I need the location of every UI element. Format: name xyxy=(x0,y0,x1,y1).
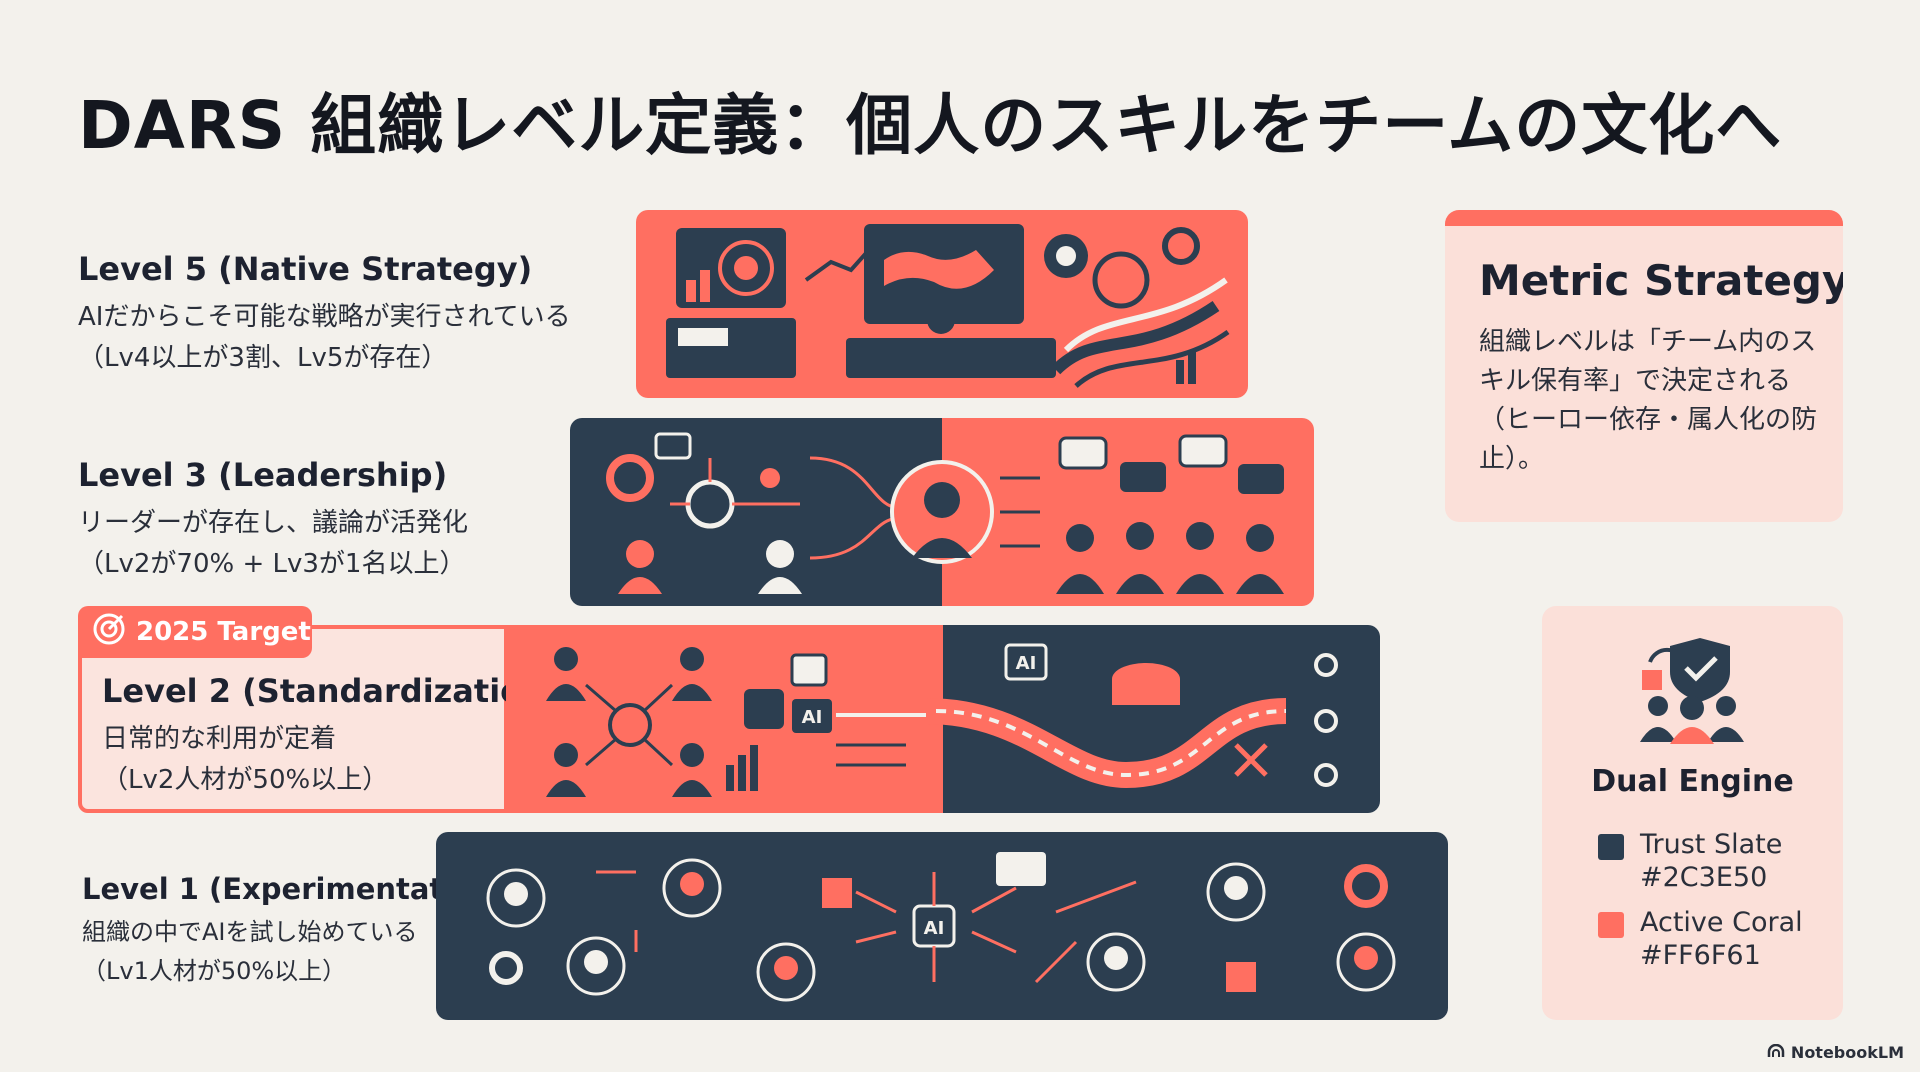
notebooklm-logo-icon xyxy=(1767,1043,1785,1062)
metric-card-accent-bar xyxy=(1445,210,1843,226)
active-coral-hex: #FF6F61 xyxy=(1640,939,1803,972)
notebooklm-watermark: NotebookLM xyxy=(1767,1043,1904,1062)
target-tag: 2025 Target xyxy=(78,606,312,658)
level-5-description: AIだからこそ可能な戦略が実行されている xyxy=(78,296,571,333)
metric-strategy-title: Metric Strategy xyxy=(1479,256,1843,305)
watermark-text: NotebookLM xyxy=(1791,1043,1904,1062)
level-2-illustration: AI AI xyxy=(506,625,1380,813)
trust-slate-hex: #2C3E50 xyxy=(1640,861,1782,894)
level-5-title: Level 5 (Native Strategy) xyxy=(78,250,571,288)
page-title: DARS 組織レベル定義：個人のスキルをチームの文化へ xyxy=(78,72,1782,168)
metric-strategy-card: Metric Strategy 組織レベルは「チーム内のスキル保有率」で決定され… xyxy=(1445,210,1843,522)
trust-slate-swatch xyxy=(1598,834,1624,860)
trust-slate-name: Trust Slate xyxy=(1640,828,1782,861)
target-label: 2025 Target xyxy=(136,617,311,647)
level-5-condition: （Lv4以上が3割、Lv5が存在） xyxy=(78,337,571,374)
level-1-illustration: AI xyxy=(436,832,1448,1020)
level-5-illustration xyxy=(636,210,1248,398)
level-2-description: 日常的な利用が定着 xyxy=(102,718,560,755)
target-icon xyxy=(92,612,126,653)
level-3-illustration xyxy=(570,418,1314,606)
level-3-text: Level 3 (Leadership) リーダーが存在し、議論が活発化 （Lv… xyxy=(78,456,468,580)
level-2-text: Level 2 (Standardization) 日常的な利用が定着 （Lv2… xyxy=(102,672,560,796)
level-3-title: Level 3 (Leadership) xyxy=(78,456,468,494)
level-3-condition: （Lv2が70% + Lv3が1名以上） xyxy=(78,543,468,580)
metric-strategy-body: 組織レベルは「チーム内のスキル保有率」で決定される（ヒーロー依存・属人化の防止）… xyxy=(1479,323,1819,479)
level-3-description: リーダーが存在し、議論が活発化 xyxy=(78,502,468,539)
ai-label-3: AI xyxy=(924,918,945,939)
level-2-title: Level 2 (Standardization) xyxy=(102,672,560,710)
level-5-text: Level 5 (Native Strategy) AIだからこそ可能な戦略が実… xyxy=(78,250,571,374)
active-coral-swatch xyxy=(1598,912,1624,938)
dual-engine-card: Dual Engine Trust Slate #2C3E50 Active C… xyxy=(1542,606,1843,1020)
legend-item-trust-slate: Trust Slate #2C3E50 xyxy=(1598,828,1782,894)
team-shield-icon xyxy=(1636,632,1748,744)
legend-item-active-coral: Active Coral #FF6F61 xyxy=(1598,906,1803,972)
level-2-condition: （Lv2人材が50%以上） xyxy=(102,759,560,796)
ai-label-1: AI xyxy=(802,707,823,728)
ai-label-2: AI xyxy=(1016,653,1037,674)
active-coral-name: Active Coral xyxy=(1640,906,1803,939)
dual-engine-title: Dual Engine xyxy=(1542,764,1843,799)
